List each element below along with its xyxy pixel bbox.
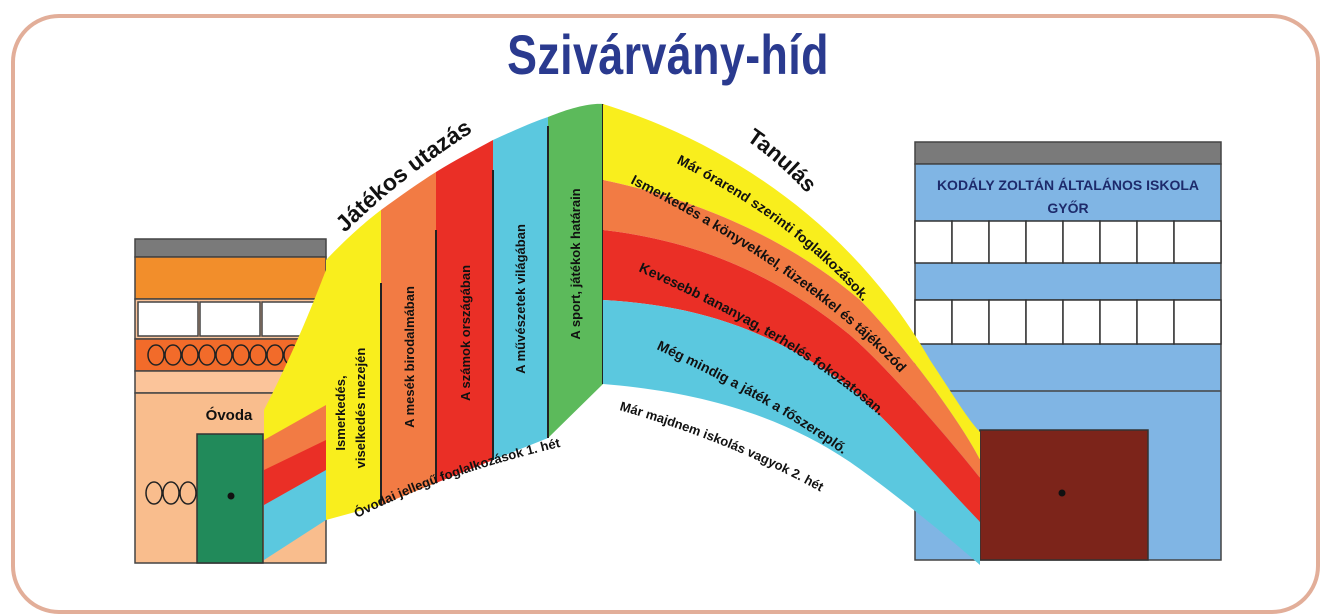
col-label-3: A számok országában xyxy=(458,265,473,401)
school-roof xyxy=(914,141,1222,165)
col-label-4: A művészetek világában xyxy=(513,224,528,374)
col-orange xyxy=(381,172,436,505)
col-red xyxy=(436,140,493,483)
kinder-small-circles xyxy=(145,481,197,505)
kinder-label: Óvoda xyxy=(206,406,253,424)
door-knob xyxy=(1058,489,1066,497)
band-cyan xyxy=(603,300,980,565)
school-label-line1: KODÁLY ZOLTÁN ÁLTALÁNOS ISKOLA xyxy=(937,177,1199,193)
band-yellow xyxy=(603,104,980,460)
col-label-5: A sport, játékok határain xyxy=(568,188,583,339)
school-building: KODÁLY ZOLTÁN ÁLTALÁNOS ISKOLA GYŐR xyxy=(914,141,1222,561)
left-rainbow-arc xyxy=(264,103,604,560)
kinder-orange-band xyxy=(134,256,327,300)
school-window-row-1 xyxy=(914,220,1222,264)
kinder-window xyxy=(137,301,199,337)
band-red xyxy=(603,230,980,522)
band-orange xyxy=(603,180,980,478)
col-green xyxy=(548,103,603,439)
rainbow-bridge-diagram: Óvoda KODÁLY ZOLTÁN ÁLTALÁNOS ISKOLA GYŐ… xyxy=(0,0,1222,565)
col-label-2: A mesék birodalmában xyxy=(402,286,417,428)
door-knob xyxy=(227,492,235,500)
diagram-title: Szivárvány-híd xyxy=(507,23,829,86)
kinder-roof xyxy=(134,238,327,258)
col-label-1b: viselkedés mezején xyxy=(353,348,368,469)
right-rainbow-arc xyxy=(603,104,980,565)
col-yellow xyxy=(326,210,381,520)
school-label-line2: GYŐR xyxy=(1047,199,1088,216)
kinder-window xyxy=(199,301,261,337)
col-label-1a: Ismerkedés, xyxy=(333,375,348,450)
left-arc-cyan-start xyxy=(264,470,326,560)
column-dividers xyxy=(380,104,604,505)
col-cyan xyxy=(493,117,548,460)
school-window-row-2 xyxy=(914,299,1222,345)
